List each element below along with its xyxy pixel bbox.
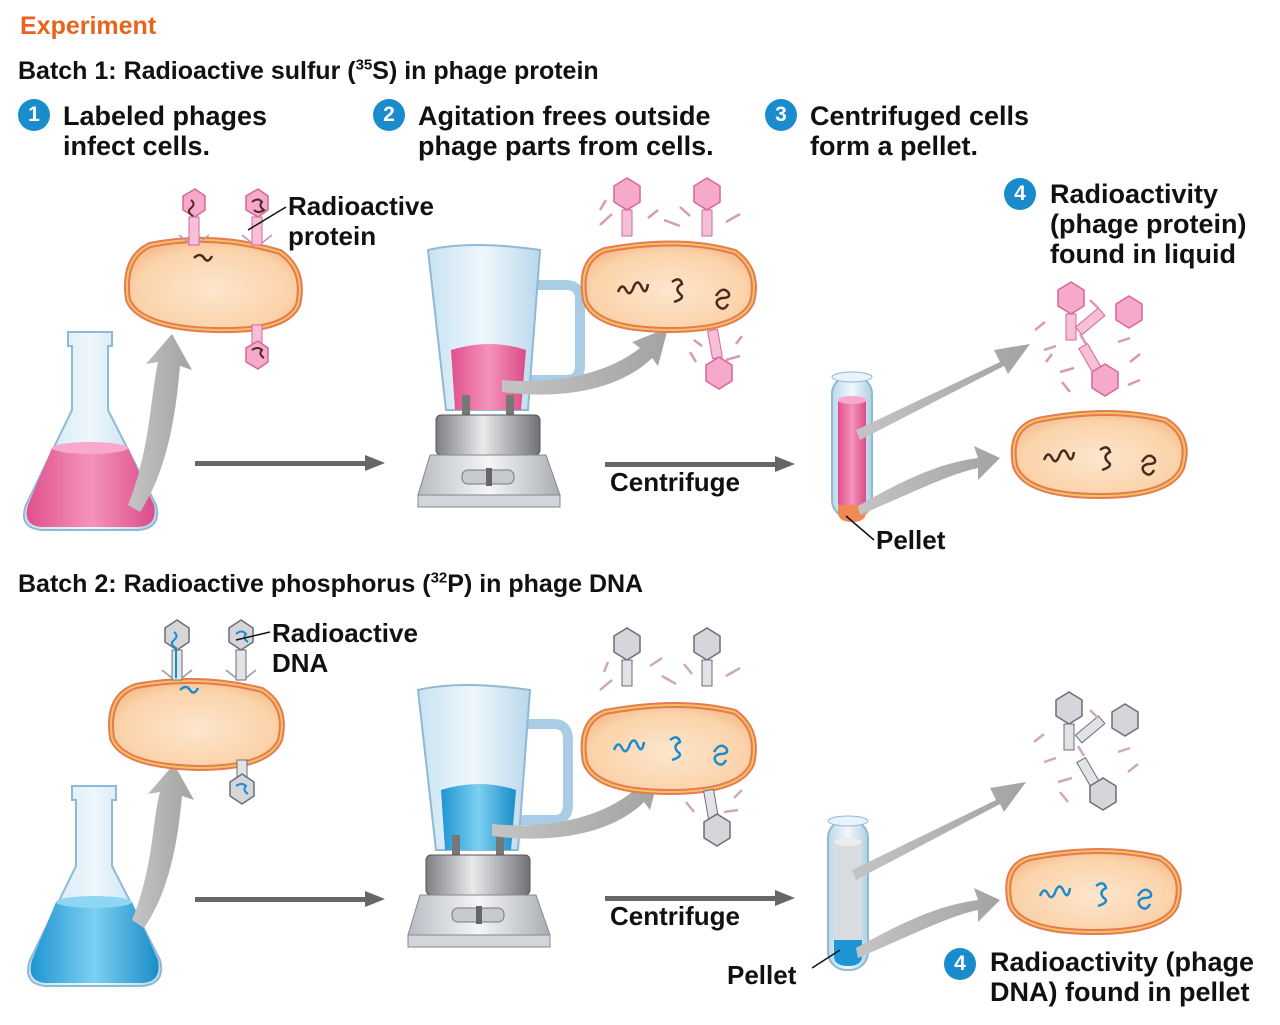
step3-line1: Centrifuged cells xyxy=(810,101,1030,131)
bacterial-cell-icon xyxy=(1010,410,1188,500)
phage-gray-icon xyxy=(613,627,641,687)
phage-pink-icon xyxy=(245,324,269,370)
centrifuge-label: Centrifuge xyxy=(610,901,740,931)
curved-arrow-icon xyxy=(856,344,1030,515)
phage-gray-icon xyxy=(693,627,721,687)
arrow-right-icon xyxy=(195,891,385,907)
heading: Experiment xyxy=(20,12,157,40)
test-tube-blue-icon xyxy=(827,815,869,971)
leader-line xyxy=(845,515,875,541)
flask-pink-icon xyxy=(23,331,159,531)
radioactive-dna-label-line2: DNA xyxy=(272,648,329,678)
bacterial-cell-icon xyxy=(580,240,757,334)
pellet-label: Pellet xyxy=(876,525,946,555)
phage-gray-icon xyxy=(1076,756,1117,811)
curved-arrow-icon xyxy=(502,328,668,395)
tail-fibers-icon xyxy=(1033,709,1139,803)
step-badge: 4 xyxy=(1004,178,1036,210)
batch2-step4-line2: DNA) found in pellet xyxy=(990,977,1250,1007)
bacterial-cell-icon xyxy=(124,236,303,334)
step1-line2: infect cells. xyxy=(63,131,211,161)
pellet-label: Pellet xyxy=(727,960,797,990)
batch1-isotope-mass: 35 xyxy=(355,56,373,74)
batch2-step4-line1: Radioactivity (phage xyxy=(990,947,1255,977)
step4-line1: Radioactivity xyxy=(1050,179,1219,209)
curved-arrow-icon xyxy=(132,764,194,928)
arrow-right-icon xyxy=(605,456,795,472)
step1-line1: Labeled phages xyxy=(63,101,268,131)
batch1-isotope-symbol: S xyxy=(372,57,389,85)
phage-gray-icon xyxy=(1074,703,1139,744)
phage-gray-icon xyxy=(229,759,255,805)
step2-line2: phage parts from cells. xyxy=(418,131,714,161)
batch2-title: Batch 2: Radioactive phosphorus (32P) in… xyxy=(18,569,643,599)
phage-pink-icon xyxy=(1074,295,1143,336)
step-badge: 3 xyxy=(765,99,797,131)
phage-pink-icon xyxy=(241,188,273,246)
tail-fibers-icon xyxy=(599,656,743,814)
step-badge: 1 xyxy=(18,99,50,131)
arrow-right-icon xyxy=(195,455,385,471)
blender-blue-icon xyxy=(407,684,573,948)
bacterial-cell-icon xyxy=(580,702,757,796)
phage-pink-icon xyxy=(613,177,641,237)
leader-line xyxy=(235,631,271,641)
phage-pink-icon xyxy=(693,177,721,237)
blender-pink-icon xyxy=(417,244,585,508)
batch1-title-suffix: ) in phage protein xyxy=(388,57,599,85)
step4-line3: found in liquid xyxy=(1050,239,1236,269)
batch2-isotope-symbol: P xyxy=(447,570,464,598)
arrow-right-icon xyxy=(605,890,795,906)
test-tube-pink-icon xyxy=(831,371,873,522)
bacterial-cell-icon xyxy=(108,677,285,772)
radioactive-dna-label-line1: Radioactive xyxy=(272,618,418,648)
batch1-title-prefix: Batch 1: Radioactive sulfur ( xyxy=(18,57,356,85)
leader-line xyxy=(811,949,841,969)
radioactive-protein-label-line1: Radioactive xyxy=(288,191,434,221)
radioactive-protein-label-line2: protein xyxy=(288,221,377,251)
step2-line1: Agitation frees outside xyxy=(418,101,711,131)
phage-gray-icon xyxy=(703,788,731,847)
batch2-title-prefix: Batch 2: Radioactive phosphorus ( xyxy=(18,570,431,598)
batch2-isotope-mass: 32 xyxy=(430,569,448,587)
phage-gray-icon xyxy=(225,619,257,681)
phage-pink-icon xyxy=(178,188,210,246)
curved-arrow-icon xyxy=(852,782,1026,958)
batch2-title-suffix: ) in phage DNA xyxy=(463,570,644,598)
phage-gray-icon xyxy=(161,619,193,681)
bacterial-cell-icon xyxy=(1005,848,1182,936)
leader-line xyxy=(247,206,287,231)
step-badge: 2 xyxy=(373,99,405,131)
tail-fibers-icon xyxy=(598,199,743,363)
phage-gray-icon xyxy=(1055,691,1083,751)
step-badge: 4 xyxy=(944,948,976,980)
tail-fibers-icon xyxy=(1034,299,1141,393)
phage-pink-icon xyxy=(1057,281,1085,341)
step4-line2: (phage protein) xyxy=(1050,209,1247,239)
phage-pink-icon xyxy=(1078,342,1119,397)
flask-blue-icon xyxy=(27,785,163,987)
phage-pink-icon xyxy=(705,328,733,390)
batch1-title: Batch 1: Radioactive sulfur (35S) in pha… xyxy=(18,56,599,86)
step3-line2: form a pellet. xyxy=(810,131,979,161)
curved-arrow-icon xyxy=(128,334,192,512)
centrifuge-label: Centrifuge xyxy=(610,467,740,497)
